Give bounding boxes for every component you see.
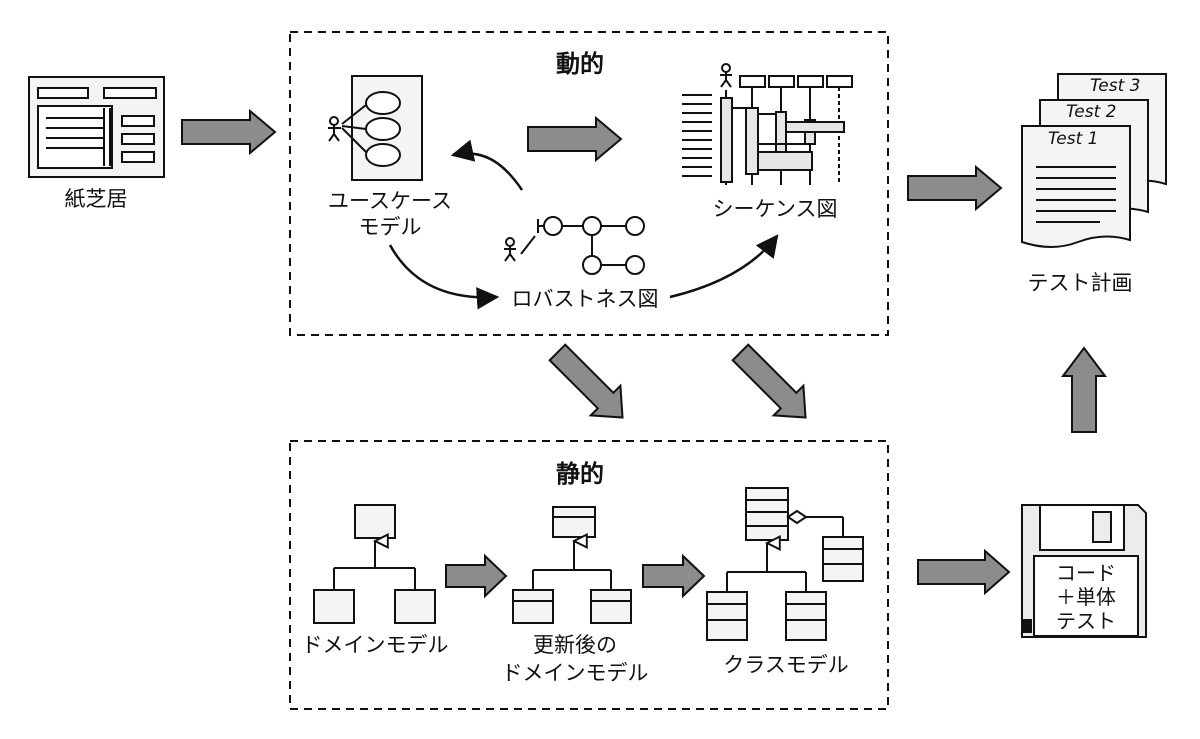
test-doc-2-label: Test 2 [1066, 102, 1117, 122]
sequence-diagram-icon [682, 63, 853, 185]
test-doc-1 [1021, 125, 1131, 248]
code-label-line1: コード [1056, 561, 1116, 585]
class-model-icon [706, 487, 864, 641]
code-label-line2: ＋単体 [1056, 585, 1116, 609]
test-doc-1-label: Test 1 [1048, 129, 1099, 149]
updated-domain-label-line2: ドメインモデル [501, 661, 649, 685]
sequence-label: シーケンス図 [712, 197, 838, 221]
arrow-updated-to-class [642, 553, 706, 599]
class-model-label: クラスモデル [723, 653, 849, 677]
arrow-static-to-code [917, 548, 1011, 596]
dynamic-group-box [289, 31, 889, 336]
code-label-line3: テスト [1056, 609, 1116, 633]
curve-robustness-to-usecase [450, 139, 524, 191]
arrow-usecase-to-sequence [527, 115, 623, 163]
curve-usecase-to-robustness [388, 244, 500, 310]
dynamic-title: 動的 [556, 50, 604, 78]
test-plan-docs [1021, 73, 1167, 248]
usecase-label-line1: ユースケース [328, 189, 452, 213]
test-plan-label: テスト計画 [1027, 271, 1133, 295]
storyboard-label: 紙芝居 [64, 187, 128, 211]
arrow-dynamic-to-static-2 [731, 343, 807, 419]
test-doc-3-label: Test 3 [1090, 76, 1141, 96]
storyboard-icon [28, 76, 165, 178]
domain-model-label: ドメインモデル [301, 633, 449, 657]
block-arrows [181, 108, 1107, 599]
curve-robustness-to-sequence [669, 234, 779, 299]
domain-model-icon [313, 504, 436, 624]
robustness-icon [504, 216, 645, 275]
usecase-label-line2: モデル [358, 215, 422, 239]
static-group-box [289, 440, 889, 710]
updated-domain-model-icon [512, 506, 632, 624]
robustness-label: ロバストネス図 [511, 287, 659, 311]
arrow-code-to-testplan [1061, 346, 1107, 433]
arrow-storyboard-to-dynamic [181, 108, 277, 156]
arrow-dynamic-to-testplan [907, 164, 1003, 212]
arrow-domain-to-updated [445, 553, 508, 599]
static-title: 静的 [556, 460, 604, 488]
updated-domain-label-line1: 更新後の [533, 633, 617, 657]
arrow-dynamic-to-static-1 [548, 343, 624, 419]
usecase-model-icon [328, 75, 423, 181]
floppy-disk-icon [1021, 504, 1147, 638]
